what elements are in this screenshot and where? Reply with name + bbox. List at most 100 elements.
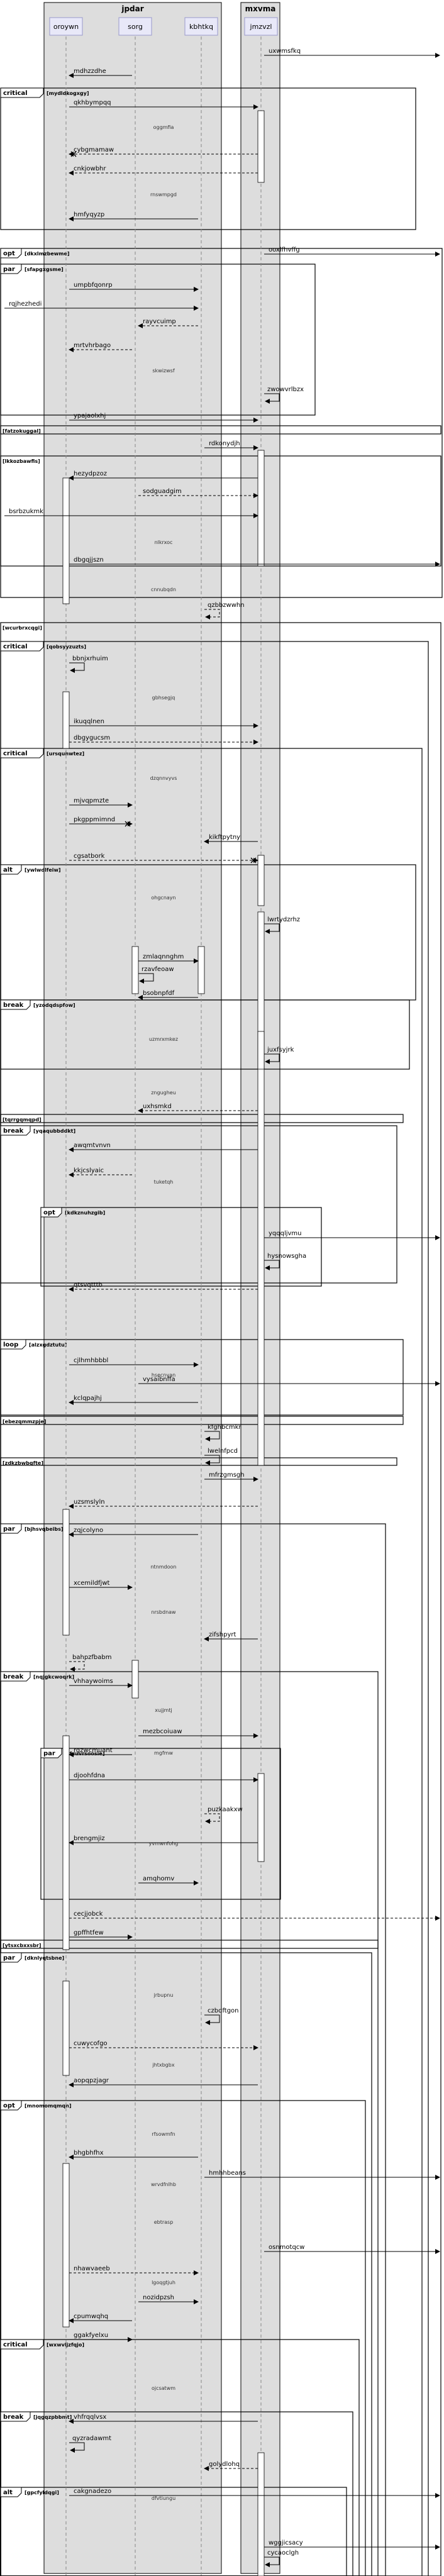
message[interactable]: yqqqljvmu bbox=[264, 1230, 440, 1240]
message[interactable]: zqjcolyno bbox=[69, 1527, 198, 1537]
message[interactable]: cuwycofgo bbox=[69, 2040, 258, 2050]
message[interactable]: rayvcuimp bbox=[138, 318, 198, 328]
message[interactable]: juxfsyjrk bbox=[264, 1046, 294, 1064]
message[interactable]: uxwmsfkq bbox=[264, 48, 440, 58]
message[interactable]: cjlhmhbbbl bbox=[69, 1357, 199, 1367]
message[interactable]: bbnjxrhuim bbox=[69, 655, 108, 673]
self-message-arrow bbox=[264, 1053, 280, 1064]
message[interactable]: rdkonydjh bbox=[204, 440, 258, 450]
message[interactable]: vysaibnffa bbox=[138, 1376, 440, 1386]
participant-kbhtkq[interactable] bbox=[184, 17, 218, 36]
message[interactable]: aopqpzjagr bbox=[69, 2077, 258, 2087]
fragment-guard: [alzxgdztutu] bbox=[29, 1342, 67, 1348]
message[interactable]: hysnowsgha bbox=[264, 1253, 306, 1270]
message[interactable]: kikftpytny bbox=[204, 834, 258, 844]
message-label: zqjcolyno bbox=[74, 1527, 103, 1534]
fragment-kind: loop bbox=[3, 1341, 18, 1348]
message[interactable]: bhgbhfhx bbox=[69, 2150, 198, 2160]
fragment-guard: [mnomomqmqn] bbox=[25, 2103, 72, 2109]
message[interactable]: amqhomv bbox=[138, 1875, 199, 1885]
fragment-frame bbox=[40, 1748, 281, 1900]
message[interactable]: dbgygucsm bbox=[69, 735, 258, 745]
message[interactable]: sodguadgim bbox=[138, 488, 258, 498]
message[interactable]: gpffhtfew bbox=[69, 1929, 133, 1940]
message[interactable]: zwowvrlbzx bbox=[264, 386, 304, 404]
message[interactable]: vhhaywoims bbox=[69, 1678, 133, 1688]
message[interactable]: rgzwcmuant bbox=[69, 1747, 132, 1757]
participant-sorg[interactable] bbox=[118, 17, 152, 36]
message[interactable]: bsobnpfdf bbox=[138, 990, 198, 1000]
fragment-frame bbox=[0, 455, 441, 567]
message[interactable]: rzavfeoaw bbox=[138, 966, 174, 984]
message-label: hezydpzoz bbox=[74, 470, 107, 477]
message[interactable]: xcemildfjwt bbox=[69, 1580, 133, 1590]
fragment-guard: [tqrrgqmqpd] bbox=[3, 1117, 42, 1123]
message[interactable]: mjvqpmzte bbox=[69, 797, 133, 808]
message[interactable]: lwelnfpcd bbox=[204, 1448, 238, 1465]
participant-jmzvzl[interactable] bbox=[244, 17, 278, 36]
message[interactable]: zifshpyrt bbox=[204, 1631, 258, 1641]
message[interactable]: lwrtydzrhz bbox=[264, 916, 300, 934]
message[interactable]: wggjicsacy bbox=[264, 2540, 440, 2550]
message[interactable]: kfghbcmkr bbox=[204, 1424, 241, 1441]
message[interactable]: pkgppmimnd bbox=[69, 816, 133, 827]
fragment-guard: [fatzokuggal] bbox=[3, 428, 41, 434]
message[interactable]: dbgqjjszn bbox=[69, 557, 440, 567]
fragment-tab bbox=[0, 864, 22, 875]
message[interactable]: golydlohq bbox=[204, 2461, 258, 2471]
message[interactable]: zmlaqnnghm bbox=[138, 953, 199, 963]
message-label: osnmotqcw bbox=[269, 2244, 304, 2251]
message[interactable]: brengmjiz bbox=[69, 1835, 258, 1845]
message[interactable]: hmhhbeans bbox=[204, 2170, 440, 2180]
message[interactable]: djoohfdna bbox=[69, 1772, 258, 1782]
message[interactable]: cpumwqhq bbox=[69, 2313, 132, 2323]
message[interactable]: ggakfyelxu bbox=[69, 2332, 133, 2342]
message[interactable]: cybgmamaw bbox=[69, 147, 258, 157]
message[interactable]: rqjhezhedi bbox=[4, 301, 199, 311]
message[interactable]: qzbbzwwhn bbox=[204, 602, 245, 619]
activation-bar bbox=[131, 1660, 139, 1699]
message[interactable]: mdhzzdhe bbox=[69, 68, 132, 78]
message[interactable]: kclqpajhj bbox=[69, 1395, 198, 1405]
message-label: wggjicsacy bbox=[269, 2540, 303, 2546]
message[interactable]: ypajaolxhj bbox=[69, 413, 258, 423]
message[interactable]: hezydpzoz bbox=[69, 470, 258, 480]
message[interactable]: awqmtvnvn bbox=[69, 1142, 258, 1152]
message[interactable]: kkjcslyaic bbox=[69, 1167, 132, 1177]
message[interactable]: uzsmslyln bbox=[69, 1499, 258, 1509]
message[interactable]: puzkaakxw bbox=[204, 1806, 243, 1824]
message[interactable]: vhfrqqlvsx bbox=[69, 2414, 258, 2424]
combined-fragments: critical[mydldkogxgy]opt[dkxlmzbewme]par… bbox=[0, 87, 443, 2576]
message[interactable]: ooxlfhvffg bbox=[264, 247, 440, 257]
separator-label: jhtxbgbx bbox=[152, 2062, 174, 2068]
message[interactable]: osnmotqcw bbox=[264, 2244, 440, 2254]
message[interactable]: ikuqqlnen bbox=[69, 718, 258, 728]
fragment-frame bbox=[0, 87, 416, 230]
fragment-tab bbox=[0, 2411, 31, 2422]
message[interactable]: hmfyqyzp bbox=[69, 211, 198, 221]
message[interactable]: mrtvhrbago bbox=[69, 342, 132, 352]
message[interactable]: cakgnadezo bbox=[69, 2488, 440, 2498]
message[interactable]: qyzradawmt bbox=[69, 2435, 111, 2453]
message[interactable]: cgsatbork bbox=[69, 853, 258, 863]
message[interactable]: bahpzfbabm bbox=[69, 1654, 112, 1672]
message[interactable]: qkhbympqq bbox=[69, 99, 258, 109]
message[interactable]: czbdftgon bbox=[204, 2007, 239, 2025]
fragment-kind: break bbox=[3, 1002, 24, 1009]
message[interactable]: nozidpzsh bbox=[138, 2294, 199, 2304]
message[interactable]: umpbfqonrp bbox=[69, 282, 199, 292]
message[interactable]: cecjjobck bbox=[69, 1911, 440, 1921]
message[interactable]: mezbcoiuaw bbox=[138, 1728, 258, 1738]
message[interactable]: bsrbzukmk bbox=[4, 508, 258, 518]
message-label: cnkjowbhr bbox=[74, 165, 106, 172]
message[interactable]: qtsvqtttb bbox=[69, 1282, 258, 1292]
message[interactable]: cnkjowbhr bbox=[69, 165, 258, 175]
message[interactable]: nhawvaeeb bbox=[69, 2265, 199, 2275]
fragment-tab bbox=[0, 641, 44, 652]
message[interactable]: uxhsmkd bbox=[138, 1103, 258, 1113]
message-label: awqmtvnvn bbox=[74, 1142, 111, 1149]
message[interactable]: cycaoclgh bbox=[264, 2550, 299, 2567]
separator-label: wrvdfnlhb bbox=[151, 2182, 176, 2187]
message[interactable]: mfrzgmsgh bbox=[204, 1472, 258, 1482]
participant-oroywn[interactable] bbox=[49, 17, 83, 36]
